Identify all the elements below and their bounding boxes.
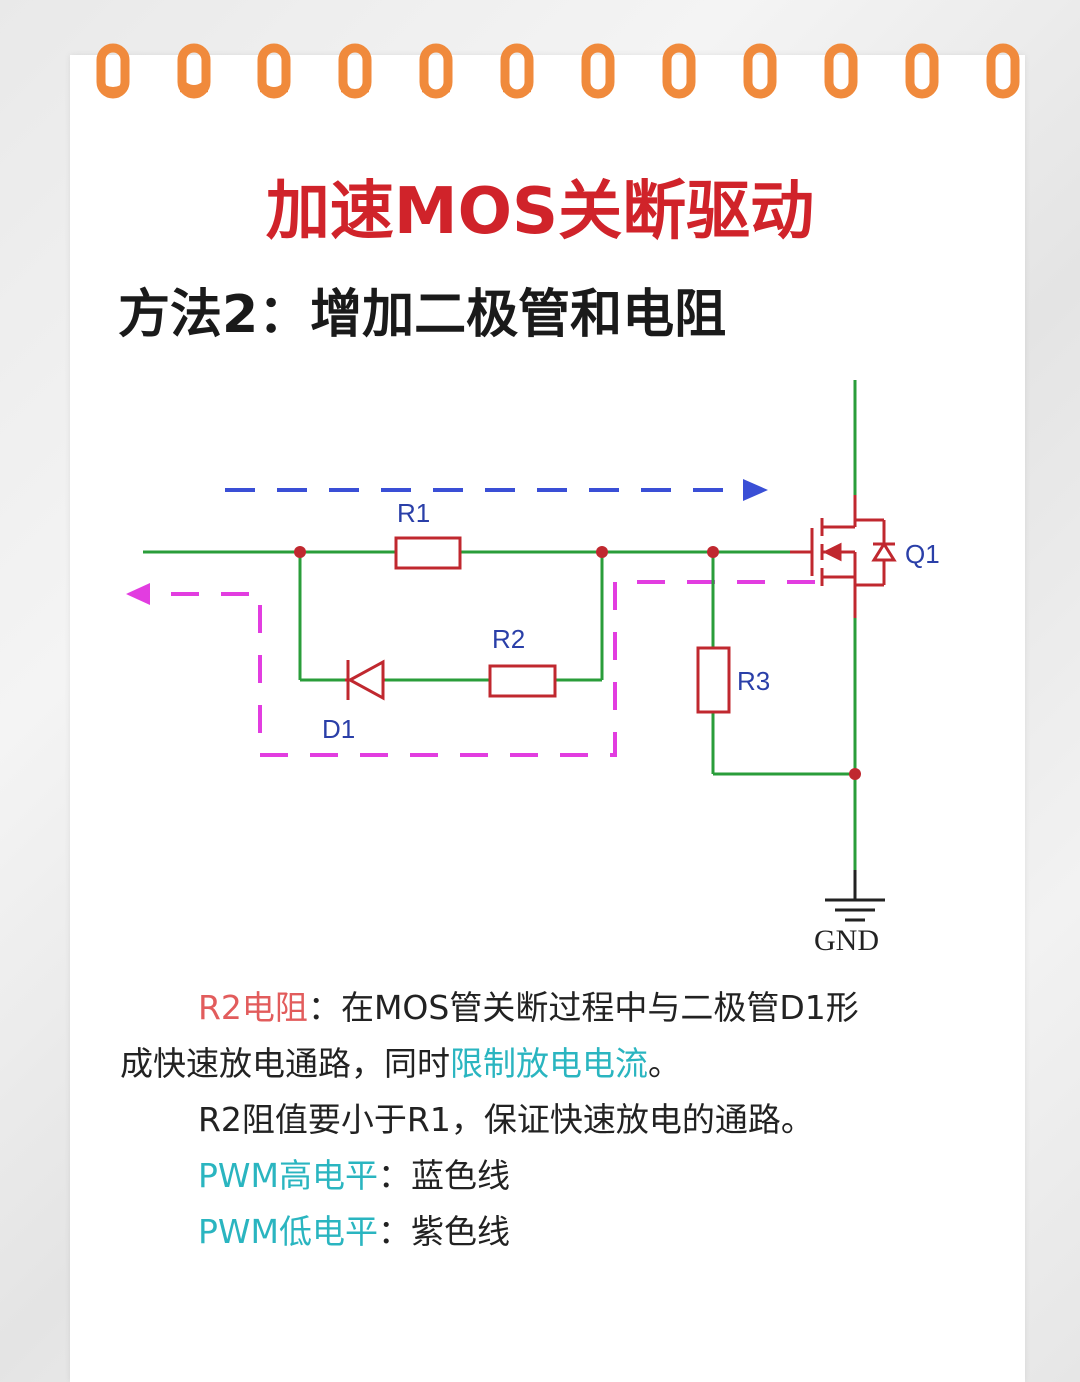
binder-ring [986,43,1020,99]
page-subtitle: 方法2：增加二极管和电阻 [118,285,727,345]
binder-ring [419,43,453,99]
pwm-high-value: ：蓝色线 [378,1156,511,1195]
page-title: 加速MOS关断驱动 [265,175,815,249]
binder-ring [662,43,696,99]
circuit-diagram: R1 R2 R3 D1 Q1 GND [126,380,940,957]
resistor-r1 [394,536,462,570]
binder-ring [905,43,939,99]
junction-node [707,546,719,558]
label-q1: Q1 [905,539,940,569]
r2-requirement-text: R2阻值要小于R1，保证快速放电的通路。 [198,1100,814,1139]
pwm-low-arrowhead [126,583,150,605]
label-r2: R2 [492,624,525,654]
label-d1: D1 [322,714,355,744]
mosfet-q1 [790,495,897,618]
wires [143,380,857,900]
binder-ring [500,43,534,99]
notebook-paper [70,55,1025,1382]
diode-d1 [345,659,385,701]
label-gnd: GND [814,924,879,957]
pwm-low-path [155,580,815,757]
junction-node [849,768,861,780]
pwm-high-arrowhead [743,479,768,501]
binder-ring [581,43,615,99]
paragraph-text: ：在MOS管关断过程中与二极管D1形 [307,988,859,1027]
ground-symbol [825,870,885,922]
binder-rings [96,43,1020,99]
description-paragraph: R2电阻：在MOS管关断过程中与二极管D1形 成快速放电通路，同时限制放电电流。… [120,980,970,1260]
pwm-low-label: PWM低电平 [198,1212,379,1251]
pwm-low-value: ：紫色线 [378,1212,511,1251]
r2-highlight: R2电阻 [198,988,308,1027]
label-r1: R1 [397,498,430,528]
limit-current-highlight: 限制放电电流 [450,1044,648,1083]
paragraph-text: 。 [648,1044,681,1083]
binder-ring [824,43,858,99]
junction-node [596,546,608,558]
pwm-high-label: PWM高电平 [198,1156,379,1195]
binder-ring [743,43,777,99]
resistor-r3 [696,646,731,714]
resistor-r2 [488,664,557,698]
paragraph-text: 成快速放电通路，同时 [120,1044,450,1083]
junction-node [294,546,306,558]
label-r3: R3 [737,666,770,696]
